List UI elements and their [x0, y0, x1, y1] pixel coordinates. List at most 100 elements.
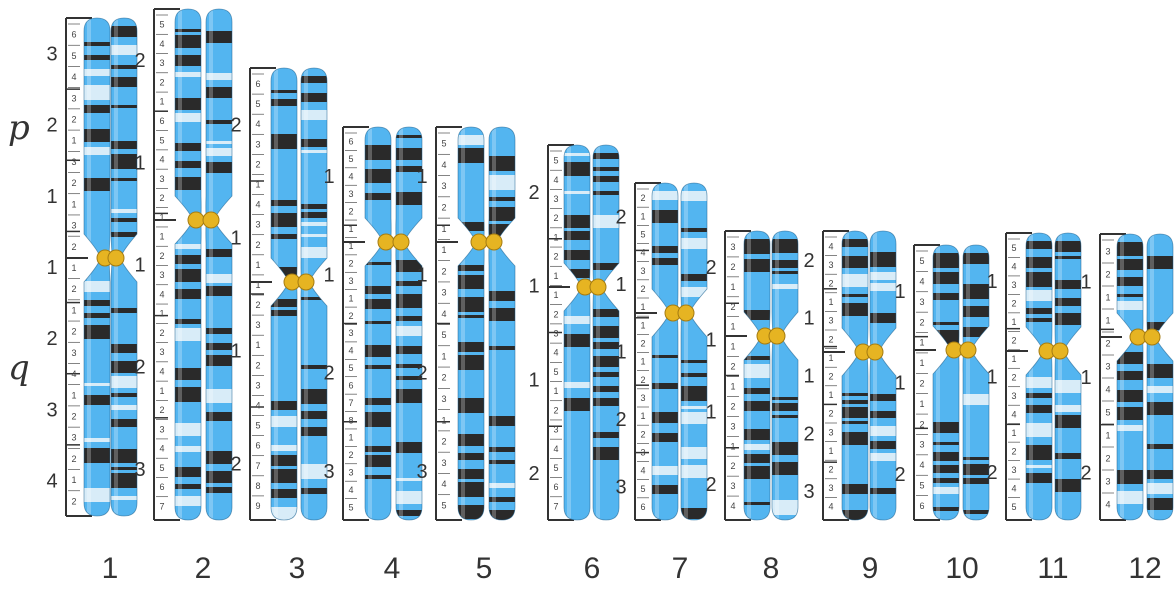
ruler-band-label: 2	[159, 405, 164, 415]
ruler-band-label: 5	[159, 135, 164, 145]
chromatid-highlight	[567, 145, 571, 520]
ruler-band-label: 5	[919, 480, 924, 490]
band-dark	[384, 192, 434, 205]
band-dark	[446, 342, 496, 352]
band-pale	[446, 135, 496, 145]
ruler-band-label: 2	[71, 242, 76, 252]
ruler-band-label: 3	[71, 221, 76, 231]
ruler-band-label: 4	[159, 155, 164, 165]
centromere	[769, 328, 785, 344]
ruler-band-label: 1	[640, 211, 645, 221]
ruler-band-label: 3	[640, 447, 645, 457]
ruler-band-label: 2	[71, 327, 76, 337]
band-dark	[163, 484, 213, 489]
ruler-band-label: 1	[348, 241, 353, 251]
ruler-band-label: 1	[1105, 431, 1110, 441]
ruler-band-label: 2	[71, 496, 76, 506]
band-dark	[384, 294, 434, 308]
ruler-band-label: 6	[71, 30, 76, 40]
chromatid-highlight	[304, 68, 308, 520]
ruler-band-label: 3	[159, 347, 164, 357]
ruler-band-label: 5	[255, 99, 260, 109]
ruler-region-label: 2	[134, 357, 145, 379]
ruler-band-label: 4	[1105, 385, 1110, 395]
ruler-band-label: 2	[71, 412, 76, 422]
ruler-band-label: 6	[255, 79, 260, 89]
ruler-band-label: 1	[1011, 317, 1016, 327]
ruler-band-label: 1	[828, 297, 833, 307]
ruler-band-label: 3	[71, 157, 76, 167]
ruler-band-label: 1	[71, 136, 76, 146]
ruler-band-label: 2	[919, 419, 924, 429]
chromatid-highlight	[461, 127, 465, 520]
centromere	[1052, 343, 1068, 359]
centromere	[960, 342, 976, 358]
band-dark	[353, 145, 403, 160]
ruler-band-label: 5	[553, 367, 558, 377]
band-dark	[353, 412, 403, 427]
band-dark	[353, 365, 403, 369]
ruler-region-label: 1	[528, 276, 539, 298]
band-dark	[353, 262, 403, 265]
chromatid-highlight	[936, 245, 940, 520]
ruler-band-label: 3	[348, 189, 353, 199]
chromatid	[353, 127, 403, 520]
ruler-band-label: 3	[828, 483, 833, 493]
ruler-band-label: 4	[553, 348, 558, 358]
chromosome-number-label: 3	[289, 552, 306, 585]
ruler-region-label: 1	[1080, 367, 1091, 389]
ruler-band-label: 1	[730, 441, 735, 451]
ruler-band-label: 1	[71, 305, 76, 315]
band-dark	[446, 315, 496, 318]
chromatid-highlight	[1058, 233, 1062, 520]
ruler-band-label: 1	[1105, 293, 1110, 303]
band-dark	[194, 249, 244, 257]
ruler-band-label: 1	[553, 232, 558, 242]
chromatid-highlight	[655, 183, 659, 520]
ruler-band-label: 1	[441, 224, 446, 234]
ruler-band-label: 2	[828, 372, 833, 382]
band-dark	[163, 29, 213, 32]
band-dark	[477, 308, 527, 321]
ruler-band-label: 2	[1011, 336, 1016, 346]
ruler-band-label: 1	[348, 293, 353, 303]
ruler-region-label: 2	[894, 464, 905, 486]
chromosome-2: 21123543216543211234123412345672	[134, 9, 244, 585]
chromatid-highlight	[1150, 234, 1154, 520]
chromosome-number-label: 10	[945, 552, 978, 585]
ruler-band-label: 1	[640, 411, 645, 421]
chromatid-highlight	[1029, 233, 1033, 520]
ruler-band-label: 1	[71, 475, 76, 485]
ruler-region-label: 2	[46, 115, 57, 137]
centromere	[590, 279, 606, 295]
ruler-band-label: 1	[1011, 354, 1016, 364]
band-pale	[477, 175, 527, 190]
band-dark	[163, 177, 213, 190]
ruler-band-label: 1	[255, 280, 260, 290]
ruler-region-label: 1	[134, 152, 145, 174]
ruler-band-label: 2	[348, 450, 353, 460]
ruler-band-label: 6	[348, 380, 353, 390]
ruler-band-label: 2	[159, 328, 164, 338]
ruler-band-label: 8	[348, 415, 353, 425]
ruler-region-label: 1	[803, 308, 814, 330]
ruler-band-label: 5	[553, 463, 558, 473]
chromosome-number-label: 1	[102, 552, 119, 585]
ruler-band-label: 2	[640, 338, 645, 348]
ruler-region-label: 2	[803, 250, 814, 272]
ruler-band-label: 3	[640, 393, 645, 403]
ruler-band-label: 2	[730, 302, 735, 312]
ruler-region-label: 4	[46, 470, 57, 492]
band-dark	[384, 148, 434, 160]
band-dark	[194, 412, 244, 421]
band-dark	[163, 269, 213, 282]
ruler-region-label: 3	[46, 44, 57, 66]
ruler-band-label: 3	[71, 348, 76, 358]
band-dark	[163, 289, 213, 299]
band-dark	[194, 487, 244, 493]
chromosome-12: 11232112345123412	[1080, 234, 1175, 585]
ruler-band-label: 2	[1105, 270, 1110, 280]
ruler-band-label: 3	[730, 481, 735, 491]
centromere	[393, 234, 409, 250]
